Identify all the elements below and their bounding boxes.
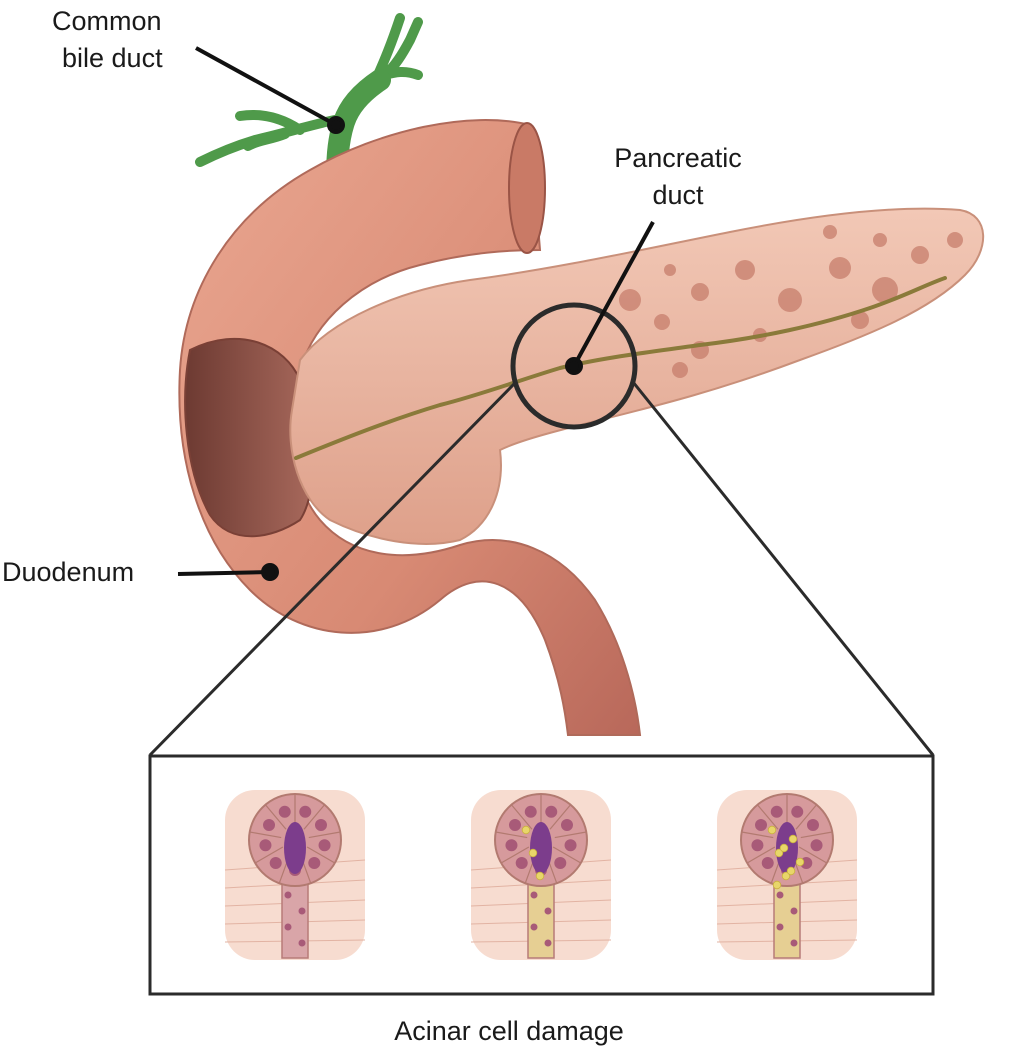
label-pancreatic-duct-line1: Pancreatic xyxy=(614,143,742,173)
acinar-cell-nucleus xyxy=(299,805,312,818)
acinus-duct xyxy=(773,879,801,959)
acinar-cell-nucleus xyxy=(515,856,528,869)
acinar-cell-nucleus xyxy=(770,805,783,818)
acinar-cell-nucleus xyxy=(259,839,272,852)
acinus-duct xyxy=(527,879,555,959)
label-common-bile-duct-line1: Common xyxy=(52,6,162,36)
zymogen-granule xyxy=(774,848,784,858)
acinar-cell-nucleus xyxy=(791,805,804,818)
acinar-cell-border xyxy=(798,846,828,864)
zymogen-granule xyxy=(521,825,531,835)
acinar-cell-border xyxy=(510,804,533,830)
zymogen-granule xyxy=(767,825,777,835)
duct-cell-nucleus xyxy=(776,891,784,899)
acinar-cell-border xyxy=(306,846,336,864)
duct-cell-nucleus xyxy=(284,923,292,931)
acinar-cell-nucleus xyxy=(761,856,774,869)
label-acinar-cell-damage: Acinar cell damage xyxy=(394,1016,624,1046)
acinar-cell-nucleus xyxy=(810,839,823,852)
acinar-cell-nucleus xyxy=(269,856,282,869)
acinus-duct xyxy=(281,879,309,959)
label-pancreatic-duct: Pancreatic duct xyxy=(608,140,748,214)
zymogen-granule xyxy=(535,871,545,881)
acinar-cell-border xyxy=(254,846,284,864)
acinar-cell-nucleus xyxy=(505,839,518,852)
zymogen-granule xyxy=(788,834,798,844)
duct-cell-nucleus xyxy=(790,939,798,947)
acinar-cell-nucleus xyxy=(560,819,573,831)
acinar-cell-nucleus xyxy=(318,839,331,852)
pancreatic-duct-line xyxy=(294,276,947,460)
zymogen-granule xyxy=(786,866,796,876)
zymogen-granule xyxy=(795,857,805,867)
acinar-cell-border xyxy=(249,831,282,839)
acinar-cell-border xyxy=(549,804,572,830)
acinar-cell-nucleus xyxy=(509,819,522,831)
acinar-cell-nucleus xyxy=(263,819,276,831)
acinar-cell-border xyxy=(552,846,582,864)
acinar-cell-border xyxy=(795,804,818,830)
magnified-region-callout xyxy=(148,302,935,757)
acinar-cell-border xyxy=(264,804,287,830)
acinar-detail-box xyxy=(148,754,935,996)
zymogen-granule xyxy=(772,880,782,890)
acinar-cell-border xyxy=(554,831,587,839)
acinar-cell-border xyxy=(746,846,776,864)
acinar-cell-nucleus xyxy=(806,819,819,831)
zymogen-granule xyxy=(781,871,791,881)
acinus-lumen xyxy=(530,822,552,874)
zymogen-granule xyxy=(528,848,538,858)
acinar-cell-nucleus xyxy=(524,805,537,818)
duct-cell-nucleus xyxy=(530,891,538,899)
acinar-cell-nucleus xyxy=(751,839,764,852)
label-duodenum: Duodenum xyxy=(2,557,135,587)
duct-cell-nucleus xyxy=(530,923,538,931)
duodenum xyxy=(178,119,642,736)
zymogen-granule xyxy=(779,843,789,853)
duct-cell-nucleus xyxy=(544,939,552,947)
acinar-cell-border xyxy=(800,831,833,839)
acinar-cell-border xyxy=(500,846,530,864)
acinar-cell-nucleus xyxy=(545,805,558,818)
acinar-cell-nucleus xyxy=(308,856,321,869)
pancreas xyxy=(289,207,985,545)
duct-cell-nucleus xyxy=(298,939,306,947)
acinus-lumen xyxy=(284,822,306,874)
acinar-cell-nucleus xyxy=(755,819,768,831)
acinar-cell-border xyxy=(756,804,779,830)
acinar-cell-nucleus xyxy=(564,839,577,852)
pancreas-lobules xyxy=(619,225,963,378)
acinar-cell-border xyxy=(308,831,341,839)
acinar-cell-nucleus xyxy=(278,805,291,818)
duct-cell-nucleus xyxy=(298,907,306,915)
leader-lines xyxy=(177,46,655,581)
acinus-early_damage xyxy=(470,790,612,960)
label-common-bile-duct: Common bile duct xyxy=(52,3,163,77)
duct-cell-nucleus xyxy=(790,907,798,915)
acinar-cell-border xyxy=(741,831,774,839)
label-pancreatic-duct-line2: duct xyxy=(652,180,704,210)
acinar-cell-border xyxy=(303,804,326,830)
acinus-normal xyxy=(224,790,366,960)
acinar-cell-nucleus xyxy=(314,819,327,831)
acinar-cell-border xyxy=(495,831,528,839)
acinus-advanced_damage xyxy=(716,790,858,960)
label-common-bile-duct-line2: bile duct xyxy=(62,43,163,73)
duct-cell-nucleus xyxy=(284,891,292,899)
duct-cell-nucleus xyxy=(544,907,552,915)
acinar-cell-nucleus xyxy=(554,856,567,869)
duct-cell-nucleus xyxy=(776,923,784,931)
